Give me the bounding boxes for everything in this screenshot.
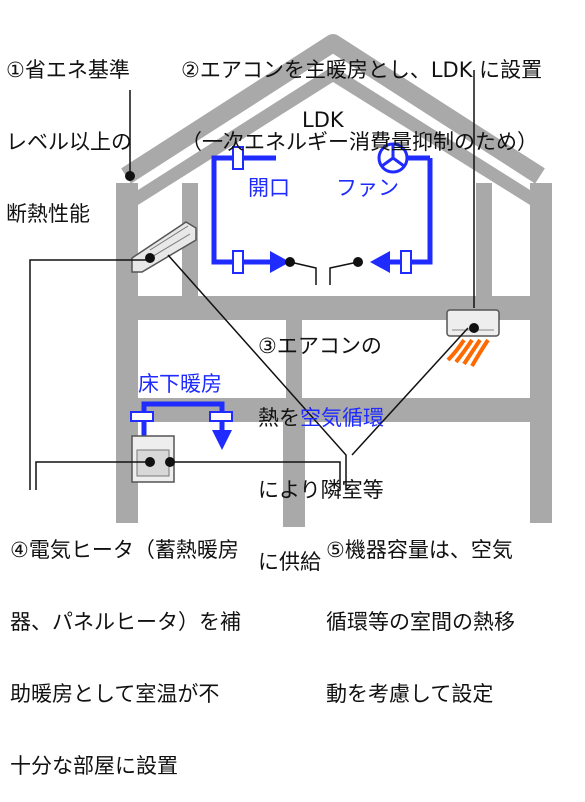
label-fan: ファン: [336, 176, 399, 200]
leader-lines: [29, 70, 475, 490]
item1-line-2: レベル以上の: [6, 130, 132, 154]
item3-line-1: ③エアコンの: [258, 334, 382, 358]
item5-line-2: 循環等の室間の熱移: [326, 610, 515, 634]
item5-line-1: ⑤機器容量は、空気: [326, 538, 513, 562]
item3-line-4: に供給: [258, 550, 321, 574]
house-structure: [121, 34, 545, 184]
item4-line-4: 十分な部屋に設置: [10, 754, 178, 778]
label-floor-heating: 床下暖房: [138, 372, 222, 396]
leader-dots: [125, 171, 479, 467]
label-ldk: LDK: [302, 108, 344, 132]
label-item5: ⑤機器容量は、空気 循環等の室間の熱移 動を考慮して設定: [326, 490, 515, 730]
label-item1: ①省エネ基準 レベル以上の 断熱性能: [6, 10, 132, 250]
label-item2: ②エアコンを主暖房とし、LDK に設置 （一次エネルギー消費量抑制のため）: [181, 10, 542, 178]
flow-arrow-left: [370, 251, 390, 273]
item4-line-1: ④電気ヒータ（蓄熱暖房: [10, 538, 239, 562]
opening-markers: [232, 146, 412, 274]
house-walls: [116, 66, 552, 527]
label-item4: ④電気ヒータ（蓄熱暖房 器、パネルヒータ）を補 助暖房として室温が不 十分な部屋…: [10, 490, 241, 802]
item3-line-2-highlight: 空気循環: [300, 406, 384, 430]
item5-line-3: 動を考慮して設定: [326, 682, 494, 706]
item3-line-3: により隣室等: [258, 478, 384, 502]
item4-line-2: 器、パネルヒータ）を補: [10, 610, 241, 634]
fan-icon: [377, 142, 409, 174]
item3-line-2-prefix: 熱を: [258, 406, 300, 430]
label-opening: 開口: [248, 176, 290, 200]
label-item3: ③エアコンの 熱を空気循環 により隣室等 に供給: [258, 286, 384, 598]
air-conditioner-icon: [446, 309, 500, 367]
item4-line-3: 助暖房として室温が不: [10, 682, 220, 706]
item2-line-2: （一次エネルギー消費量抑制のため）: [181, 130, 538, 154]
item2-line-1: ②エアコンを主暖房とし、LDK に設置: [181, 58, 543, 82]
item1-line-1: ①省エネ基準: [6, 58, 130, 82]
flow-arrow-right: [270, 251, 290, 273]
house-diagram: [29, 34, 552, 527]
floor-heating-marker-right: [209, 411, 233, 422]
floor-heating-arrow: [212, 430, 232, 450]
item1-line-3: 断熱性能: [6, 202, 90, 226]
floor-heating-marker-left: [130, 411, 154, 422]
item3-line-2: 熱を空気循環: [258, 406, 384, 430]
